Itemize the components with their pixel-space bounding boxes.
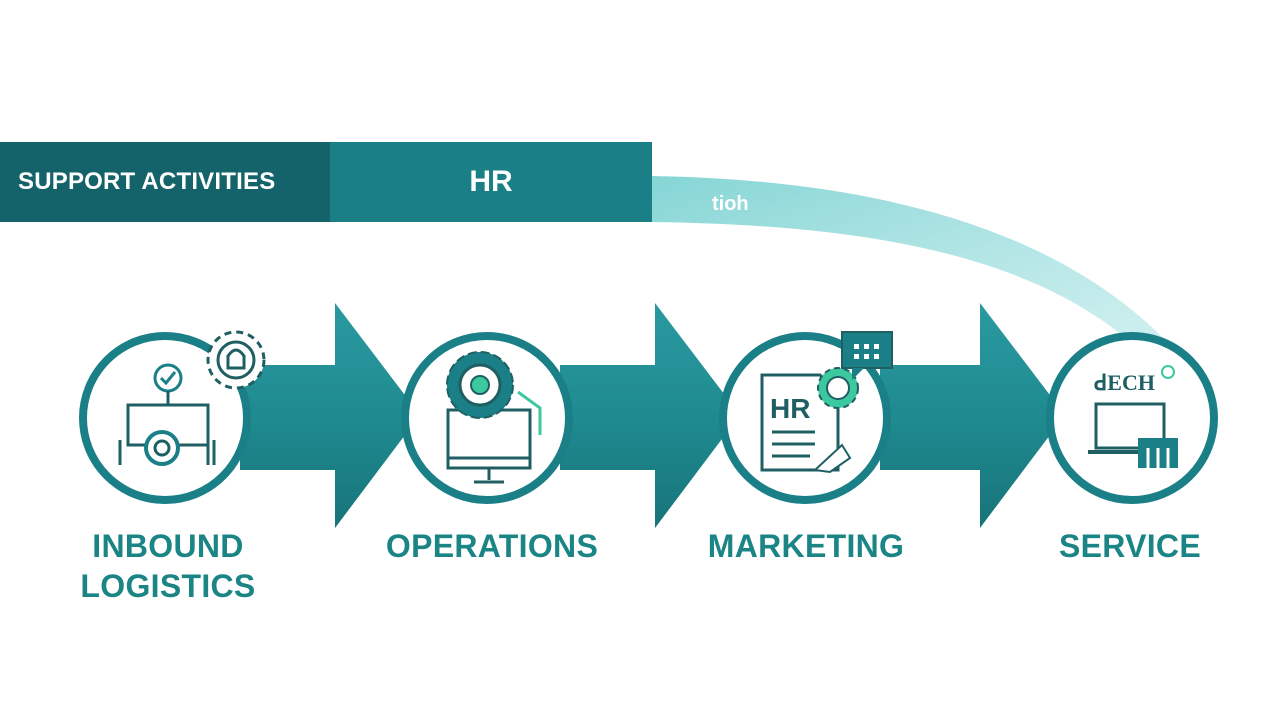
support-arc (652, 176, 1170, 355)
stage-label-service: SERVICE (1058, 528, 1201, 564)
arc-label: tioh (712, 193, 749, 215)
stage-label-inbound-line2: LOGISTICS (80, 568, 256, 604)
hr-document-chat-icon: HR (760, 331, 893, 474)
arrow-inbound-to-operations (240, 303, 420, 528)
tech-icon-text: ꓒECH (1094, 370, 1155, 395)
tech-laptop-icon: ꓒECH (1088, 365, 1178, 468)
stage-circle-service: ꓒECH (1046, 332, 1218, 504)
stage-label-operations: OPERATIONS (385, 528, 599, 564)
hr-support-label: HR (330, 142, 652, 222)
stage-circle-marketing: HR (719, 331, 893, 504)
logistics-gears-icon (118, 363, 216, 466)
stage-label-marketing: MARKETING (707, 528, 905, 564)
arc-arrow-marker (972, 262, 1000, 280)
support-activities-bar: SUPPORT ACTIVITIES HR (0, 142, 652, 222)
top-right-gear-icon (206, 330, 266, 390)
support-activities-label: SUPPORT ACTIVITIES (0, 142, 330, 222)
stage-label-inbound: INBOUND LOGISTICS (48, 526, 288, 606)
stage-label-inbound-line1: INBOUND (92, 528, 244, 564)
stage-circle-inbound (79, 330, 266, 504)
arrow-marketing-to-service (880, 303, 1065, 528)
stage-circle-operations (401, 332, 573, 504)
hr-icon-text: HR (770, 393, 810, 424)
gear-monitor-icon (446, 351, 542, 484)
arrow-operations-to-marketing (560, 303, 740, 528)
